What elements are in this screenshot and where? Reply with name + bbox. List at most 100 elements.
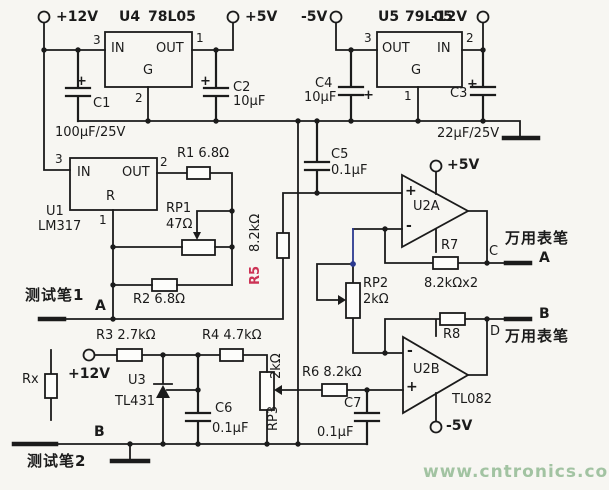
node-b-label: B <box>94 424 105 440</box>
u4-pin-out-number: 1 <box>196 31 204 45</box>
node-a-label: A <box>95 298 106 314</box>
u4-ref-label: U4 <box>119 9 141 25</box>
u3-ref-label: U3 <box>128 373 146 388</box>
u4-gnd-label: G <box>143 63 154 78</box>
u3-part-label: TL431 <box>115 394 155 409</box>
multimeter-pen-a-label: 万用表笔 <box>505 229 570 247</box>
u2b-minus-label: - <box>407 343 413 359</box>
r8-resistor <box>384 312 488 354</box>
node-d-label: D <box>490 324 501 339</box>
c4-polarity: + <box>363 88 374 103</box>
u5-in-label: IN <box>437 41 451 56</box>
c5-ref-label: C5 <box>331 147 349 162</box>
r7-ref-label: R7 <box>441 238 459 253</box>
u2a-minus-label: - <box>406 218 412 234</box>
r7-value-label: 8.2kΩx2 <box>424 276 479 291</box>
c1-ref-label: C1 <box>93 96 111 111</box>
v12-rail <box>37 10 106 171</box>
r5-resistor <box>112 192 403 320</box>
rp3-value-label: 2kΩ <box>269 353 284 379</box>
c3-polarity: + <box>467 77 478 92</box>
c6-value-label: 0.1µF <box>212 421 249 436</box>
u1-adj-label: R <box>106 189 116 204</box>
c1-polarity: + <box>76 74 87 89</box>
u2b-ref-label: U2B <box>413 362 440 377</box>
c7-capacitor <box>353 388 381 446</box>
test-pen-2-label: 测试笔2 <box>27 452 87 470</box>
r3-label: R3 2.7kΩ <box>96 328 156 343</box>
u4-pin-gnd-number: 2 <box>135 91 143 105</box>
c4-value-label: 10µF <box>304 90 337 105</box>
r6-label: R6 8.2kΩ <box>302 365 362 380</box>
u4-pin-in-number: 3 <box>93 33 101 47</box>
c7-value-label: 0.1µF <box>317 425 354 440</box>
u1-out-label: OUT <box>122 165 150 180</box>
u2a-ref-label: U2A <box>413 199 440 214</box>
c2-capacitor <box>202 48 230 123</box>
u5-out-label: OUT <box>382 41 410 56</box>
multimeter-pen-b-label: 万用表笔 <box>505 327 570 345</box>
probe-b-label: B <box>539 306 550 322</box>
c4-capacitor <box>337 48 365 123</box>
u1-pin-in-number: 3 <box>55 152 63 166</box>
u4-part-label: 78L05 <box>148 9 196 25</box>
c2-value-label: 10µF <box>233 94 266 109</box>
u1-regulator <box>69 157 233 320</box>
u5-pin-out-number: 3 <box>364 31 372 45</box>
r6-resistor <box>274 383 404 397</box>
c7-ref-label: C7 <box>344 396 362 411</box>
v12-pos-label: +12V <box>56 9 99 25</box>
c3-capacitor <box>469 48 497 123</box>
u2b-plus-label: + <box>406 379 418 395</box>
u2b-part-label: TL082 <box>452 392 492 407</box>
u1-in-label: IN <box>77 165 91 180</box>
u1-pin-out-number: 2 <box>160 155 168 169</box>
v12-neg-label: -12V <box>431 9 468 25</box>
rx-ref-label: Rx <box>22 372 39 387</box>
v12-bridge-terminal <box>82 348 221 362</box>
test-pen-1-label: 测试笔1 <box>25 286 85 304</box>
c1-capacitor <box>64 48 92 123</box>
c3-value-label: 22µF/25V <box>437 126 500 141</box>
c5-capacitor <box>303 119 331 195</box>
rp3-potentiometer <box>242 354 275 445</box>
r8-ref-label: R8 <box>443 327 461 342</box>
r3-resistor <box>116 348 143 362</box>
u5-ref-label: U5 <box>378 9 400 25</box>
c6-ref-label: C6 <box>215 401 233 416</box>
u2a-supply-label: +5V <box>447 157 480 173</box>
u2b-opamp <box>402 318 488 434</box>
v5-pos-label: +5V <box>245 9 278 25</box>
c5-value-label: 0.1µF <box>331 163 368 178</box>
rp1-potentiometer <box>112 210 233 256</box>
rp2-ref-label: RP2 <box>363 276 389 291</box>
u5-pin-gnd-number: 1 <box>404 89 412 103</box>
n5v-rail <box>329 10 378 51</box>
blue-junction-dot <box>350 261 356 267</box>
u1-ref-label: U1 <box>46 204 64 219</box>
junction-dots <box>41 47 490 447</box>
u5-part-label: 79L05 <box>405 9 453 25</box>
c1-value-label: 100µF/25V <box>55 125 126 140</box>
v5-neg-label: -5V <box>301 9 328 25</box>
u2a-opamp <box>352 159 488 264</box>
c2-polarity: + <box>200 74 211 89</box>
rp2-potentiometer <box>316 263 404 354</box>
u5-regulator <box>376 10 490 122</box>
c4-ref-label: C4 <box>315 76 333 91</box>
r5-value-label: 8.2kΩ <box>248 213 263 252</box>
u5-pin-in-number: 2 <box>466 31 474 45</box>
u4-in-label: IN <box>111 41 125 56</box>
node-c-label: C <box>489 244 499 259</box>
c3-ref-label: C3 <box>450 86 468 101</box>
r5-ref-label: R5 <box>248 265 263 285</box>
v12-bridge-label: +12V <box>68 366 111 382</box>
rp3-ref-label: RP3 <box>266 405 281 431</box>
rp1-ref-label: RP1 <box>166 201 192 216</box>
c2-ref-label: C2 <box>233 80 251 95</box>
r7-resistor <box>384 228 488 270</box>
r1-resistor <box>186 166 211 180</box>
watermark-text: www.cntronics.com <box>423 462 609 482</box>
